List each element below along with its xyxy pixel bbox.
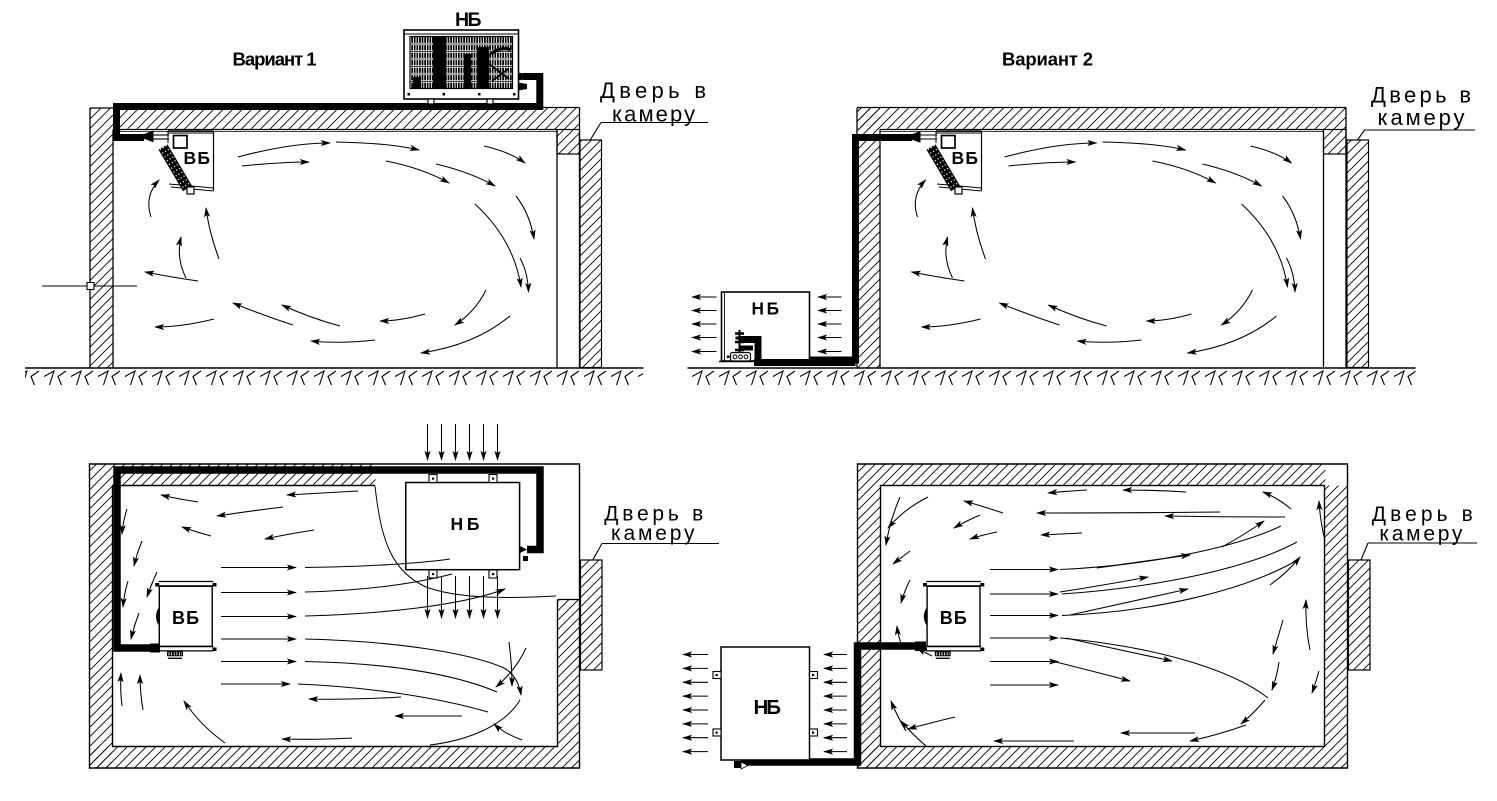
svg-text:Дверь в: Дверь в bbox=[1372, 503, 1473, 526]
svg-text:ВБ: ВБ bbox=[184, 148, 211, 168]
svg-text:Вариант 2: Вариант 2 bbox=[1002, 49, 1093, 70]
svg-text:НБ: НБ bbox=[754, 696, 782, 719]
svg-text:Вариант 1: Вариант 1 bbox=[233, 49, 317, 70]
svg-text:НБ: НБ bbox=[455, 9, 482, 31]
svg-text:ВБ: ВБ bbox=[172, 608, 199, 628]
svg-text:Дверь в: Дверь в bbox=[604, 503, 703, 526]
